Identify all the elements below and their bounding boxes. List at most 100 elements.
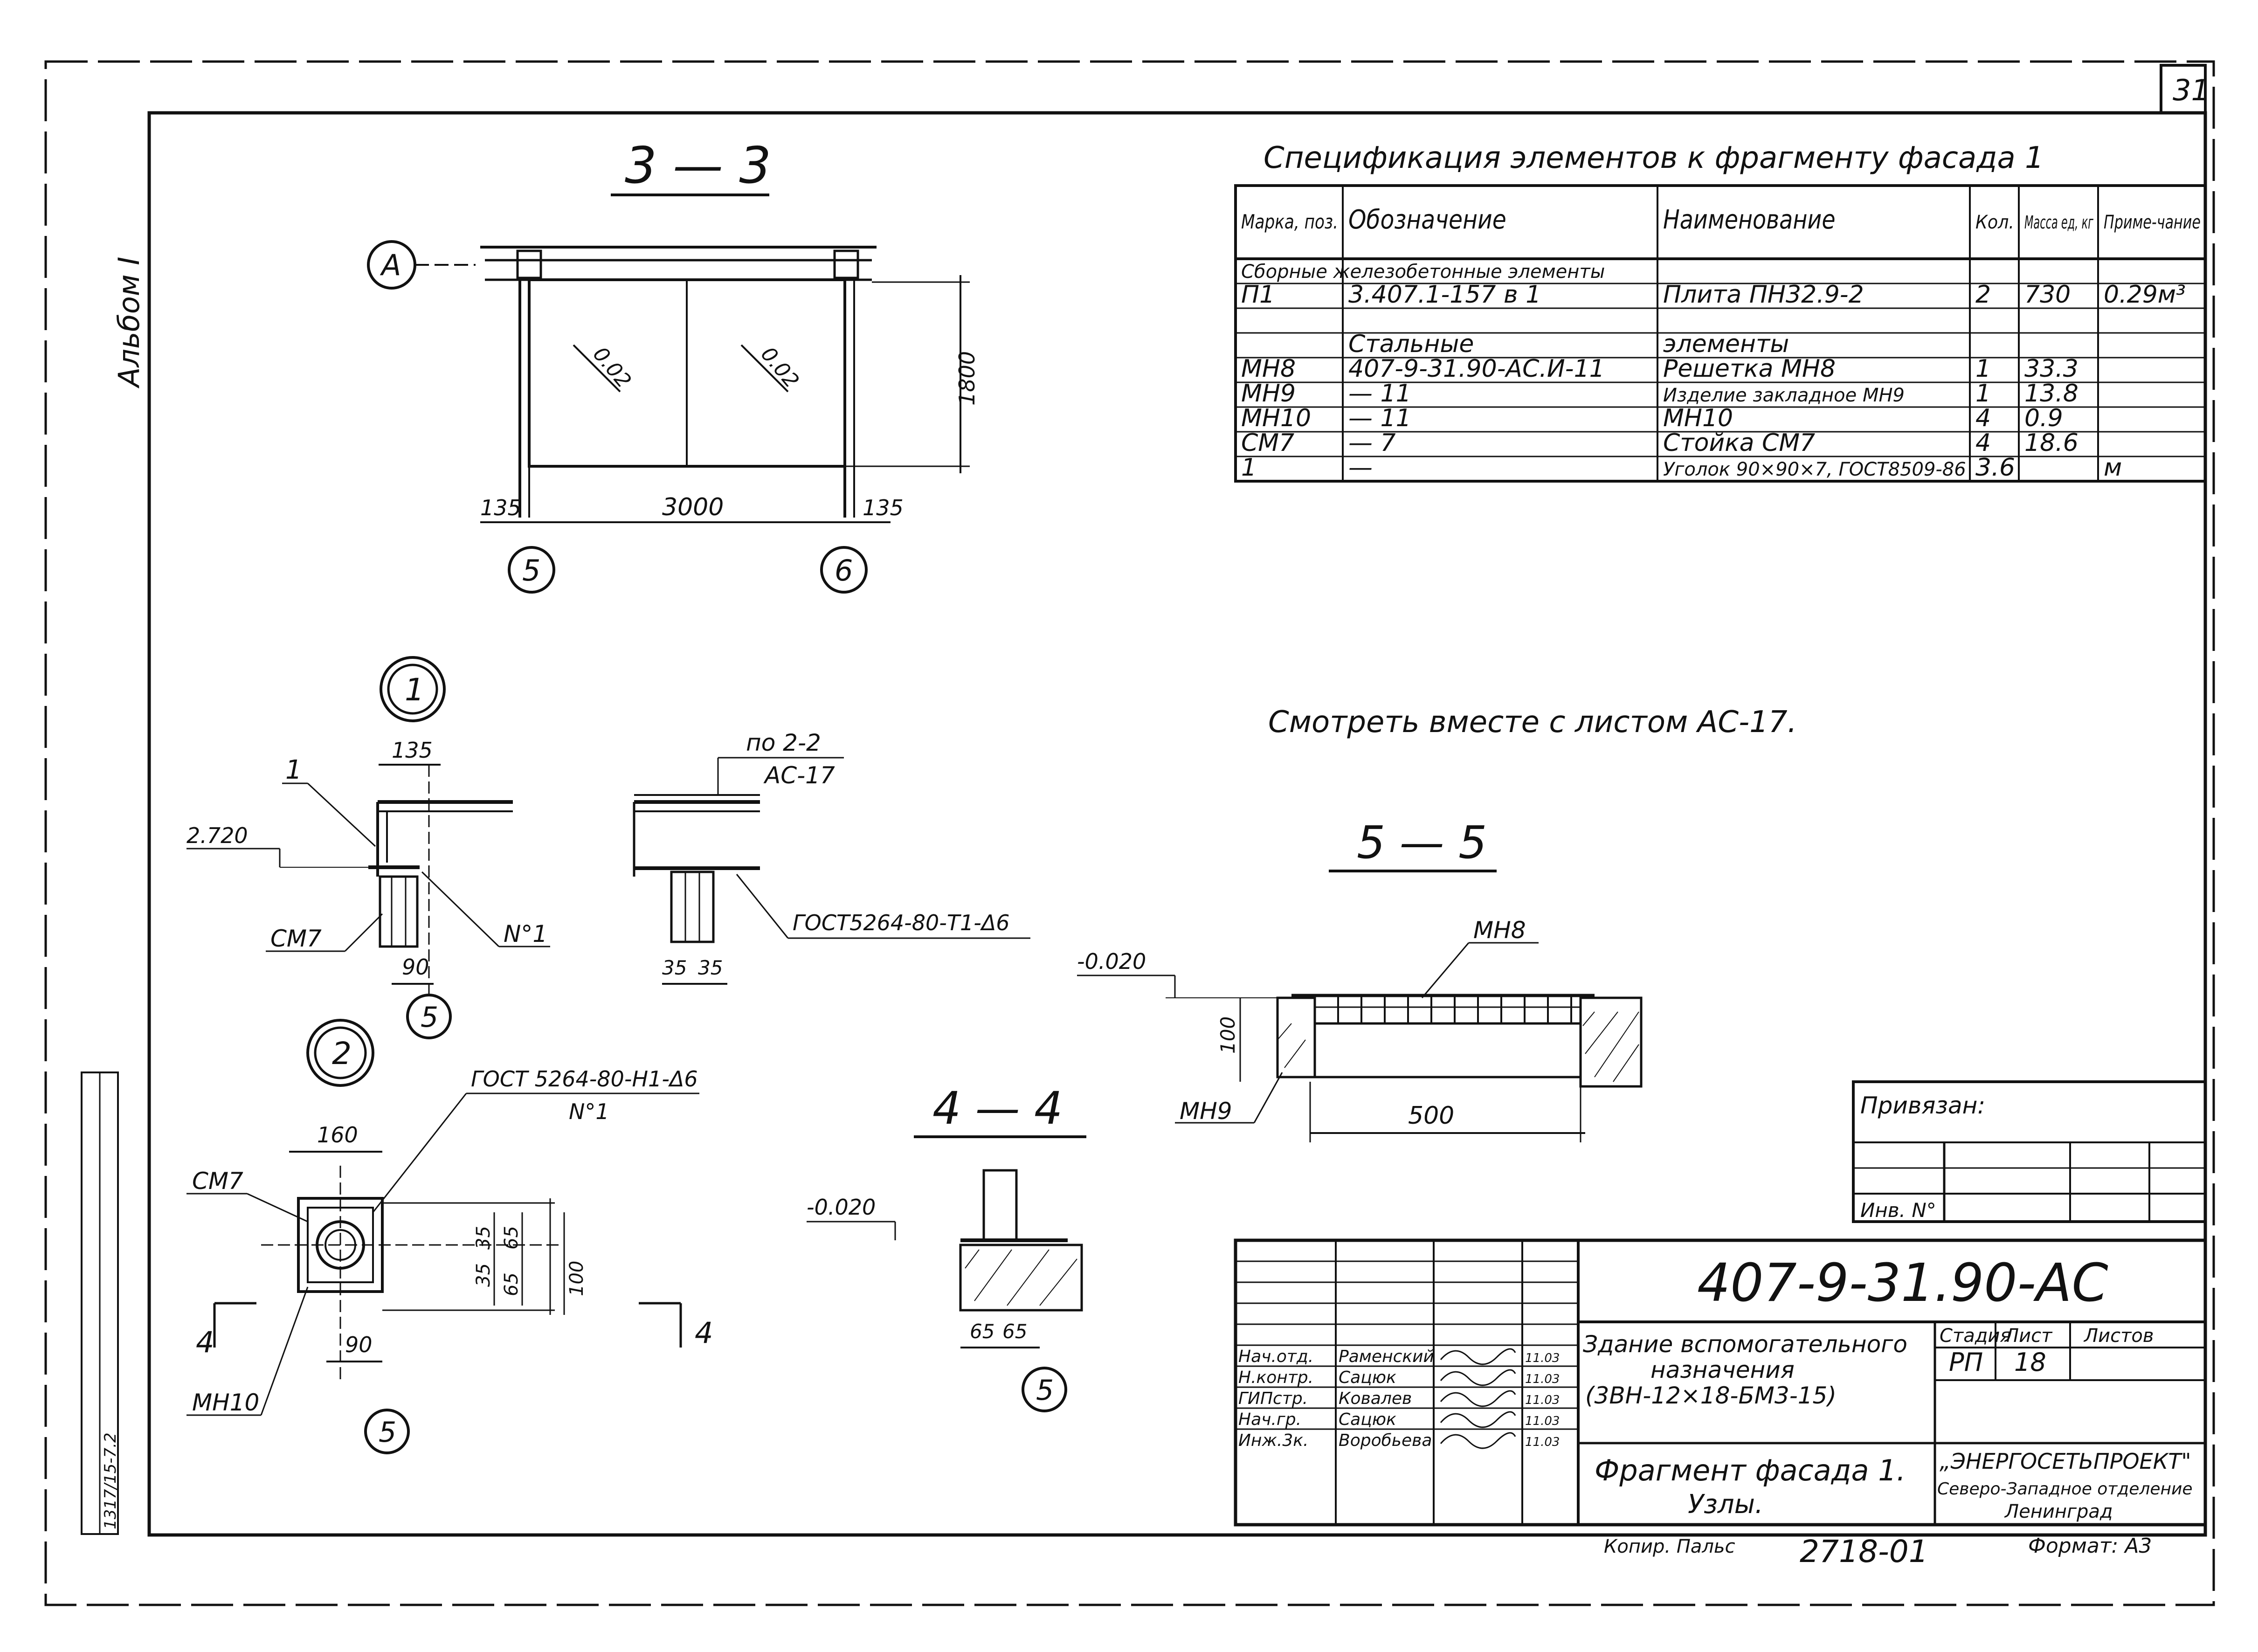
spec-cell: 407-9-31.90-АС.И-11	[1348, 355, 1605, 383]
node-2-dim-65a: 65	[501, 1226, 522, 1250]
section-4-4-dim-65b: 65	[1002, 1320, 1027, 1343]
spec-cell: Плита ПН32.9-2	[1663, 281, 1864, 309]
spec-header-cell: Масса ед, кг	[2024, 212, 2094, 233]
spec-cell: 13.8	[2024, 380, 2078, 408]
object-name-line-1: Здание вспомогательного	[1583, 1331, 1907, 1358]
section-3-3-title: 3 — 3	[625, 137, 771, 195]
dim-right-135: 135	[863, 495, 904, 520]
org-line-1: „ЭНЕРГОСЕТЬПРОЕКТ"	[1940, 1449, 2191, 1474]
people-cell: Воробьева	[1339, 1431, 1432, 1450]
object-name-line-2: назначения	[1650, 1356, 1795, 1383]
mh8-label: МН8	[1473, 917, 1526, 944]
sheets-header: Листов	[2083, 1325, 2154, 1347]
node-2-dim-100: 100	[566, 1261, 587, 1296]
spec-cell: 3.6	[1975, 454, 2015, 482]
spec-cell: —	[1348, 454, 1373, 482]
section-5-5-elev: -0.020	[1077, 949, 1146, 974]
section-4-4-title: 4 — 4	[932, 1082, 1063, 1134]
signature-mark	[1440, 1348, 1516, 1365]
section-5-5-dim-500: 500	[1408, 1102, 1454, 1130]
people-cell: 11.03	[1525, 1393, 1560, 1407]
spec-cell: 2	[1975, 281, 1991, 309]
order-number: 2718-01	[1800, 1534, 1928, 1569]
sheet-header: Лист	[2004, 1325, 2053, 1347]
people-cell: Нач.отд.	[1238, 1347, 1313, 1366]
spec-cell: 0.29м³	[2104, 281, 2186, 309]
left-margin: Альбом I 1317/15-7.2	[81, 256, 146, 1535]
people-cell: Инж.3к.	[1238, 1431, 1308, 1450]
stage-value: РП	[1949, 1348, 1983, 1377]
section-3-3: 3 — 3 А 0.02 0.02 1800 3000 135 135	[367, 137, 980, 594]
node-2-dim-160: 160	[317, 1122, 358, 1147]
sheet-value: 18	[2014, 1348, 2046, 1377]
page-number: 31	[2173, 73, 2210, 107]
axis-6: 6	[835, 553, 853, 588]
format-label: Формат: А3	[2028, 1534, 2152, 1558]
album-label: Альбом I	[112, 256, 146, 389]
node-1-cm7-label: СМ7	[270, 925, 322, 952]
node-2-dim-35a: 35	[473, 1226, 494, 1250]
node-1-axis: 5	[421, 1001, 438, 1034]
sheet-name-line-2: Узлы.	[1688, 1489, 1763, 1520]
spec-cell: Решетка МН8	[1663, 355, 1836, 383]
spec-cell: — 7	[1348, 429, 1396, 457]
spec-cell: 1	[1241, 454, 1257, 482]
node-1-number: 1	[405, 672, 424, 708]
cut-right-label: 4	[695, 1316, 713, 1350]
copied-label: Копир. Пальс	[1604, 1536, 1735, 1557]
grating-bars	[1337, 995, 1572, 1023]
spec-header-cell: Наименование	[1663, 205, 1836, 235]
node-2-cm7-label: СМ7	[192, 1168, 243, 1195]
mh9-label: МН9	[1180, 1098, 1232, 1125]
node-2-dim-90: 90	[345, 1332, 373, 1357]
privyazan-label: Привязан:	[1860, 1092, 1985, 1119]
node-1-pos-label: 1	[285, 755, 302, 785]
dim-span-3000: 3000	[662, 493, 724, 521]
spec-header-cell: Приме-чание	[2104, 212, 2201, 233]
ref-label-top: по 2-2	[746, 729, 821, 756]
section-4-4-axis: 5	[1036, 1374, 1054, 1407]
object-name-line-3: (3ВН-12×18-БМ3-15)	[1585, 1382, 1837, 1409]
people-cell: Нач.гр.	[1238, 1410, 1301, 1429]
spec-cell: П1	[1241, 281, 1275, 309]
people-cell: 11.03	[1525, 1435, 1560, 1449]
section-5-5-dim-100: 100	[1216, 1016, 1239, 1054]
weld-note-mid: ГОСТ5264-80-Т1-Δ6	[793, 910, 1010, 935]
section-5-5-title: 5 — 5	[1357, 816, 1487, 869]
node-1-n1-label: N°1	[504, 920, 547, 947]
spec-cell: МН10	[1241, 404, 1311, 432]
spec-header-cell: Марка, поз.	[1241, 210, 1338, 233]
node-2-mh10-label: МН10	[192, 1389, 259, 1416]
node-2-weld-note-1: ГОСТ 5264-80-Н1-Δ6	[471, 1066, 698, 1092]
section-4-4-elev: -0.020	[807, 1195, 876, 1220]
spec-cell: 4	[1975, 429, 1991, 457]
node-1: 1 135 1 2.720 СМ7 N°1 90 5	[186, 656, 550, 1039]
mid-dim-35b: 35	[698, 956, 723, 979]
dim-height-1800: 1800	[954, 351, 980, 406]
section-4-4-dim-65a: 65	[970, 1320, 994, 1343]
node-2: 2 ГОСТ 5264-80-Н1-Δ6 N°1 160 СМ7 35 35 6…	[186, 1019, 713, 1454]
see-also-note: Смотреть вместе с листом АС-17.	[1268, 705, 1797, 740]
spec-cell: МН8	[1241, 355, 1296, 383]
node-mid: по 2-2 АС-17 ГОСТ5264-80-Т1-Δ6 35 35	[633, 729, 1030, 985]
spec-cell: Стойка СМ7	[1663, 429, 1815, 457]
node-2-dim-65b: 65	[501, 1272, 522, 1296]
people-cell: Сацюк	[1339, 1410, 1396, 1429]
spec-cell: Изделие закладное МН9	[1663, 385, 1905, 406]
people-cell: Н.контр.	[1238, 1368, 1313, 1387]
side-stamp-label: 1317/15-7.2	[101, 1432, 120, 1529]
signature-mark	[1440, 1432, 1516, 1449]
node-1-dim-135: 135	[392, 738, 433, 763]
section-4-4: 4 — 4 -0.020 65 65 5	[807, 1082, 1086, 1412]
spec-cell: МН10	[1663, 404, 1733, 432]
node-2-number: 2	[332, 1036, 352, 1071]
spec-cell: Сборные железобетонные элементы	[1241, 261, 1605, 283]
people-cell: 11.03	[1525, 1351, 1560, 1365]
spec-cell: 4	[1975, 404, 1991, 432]
spec-cell: 33.3	[2024, 355, 2078, 383]
node-1-dim-90: 90	[402, 954, 429, 980]
spec-cell: 0.9	[2024, 404, 2063, 432]
spec-cell: Стальные	[1348, 330, 1474, 358]
